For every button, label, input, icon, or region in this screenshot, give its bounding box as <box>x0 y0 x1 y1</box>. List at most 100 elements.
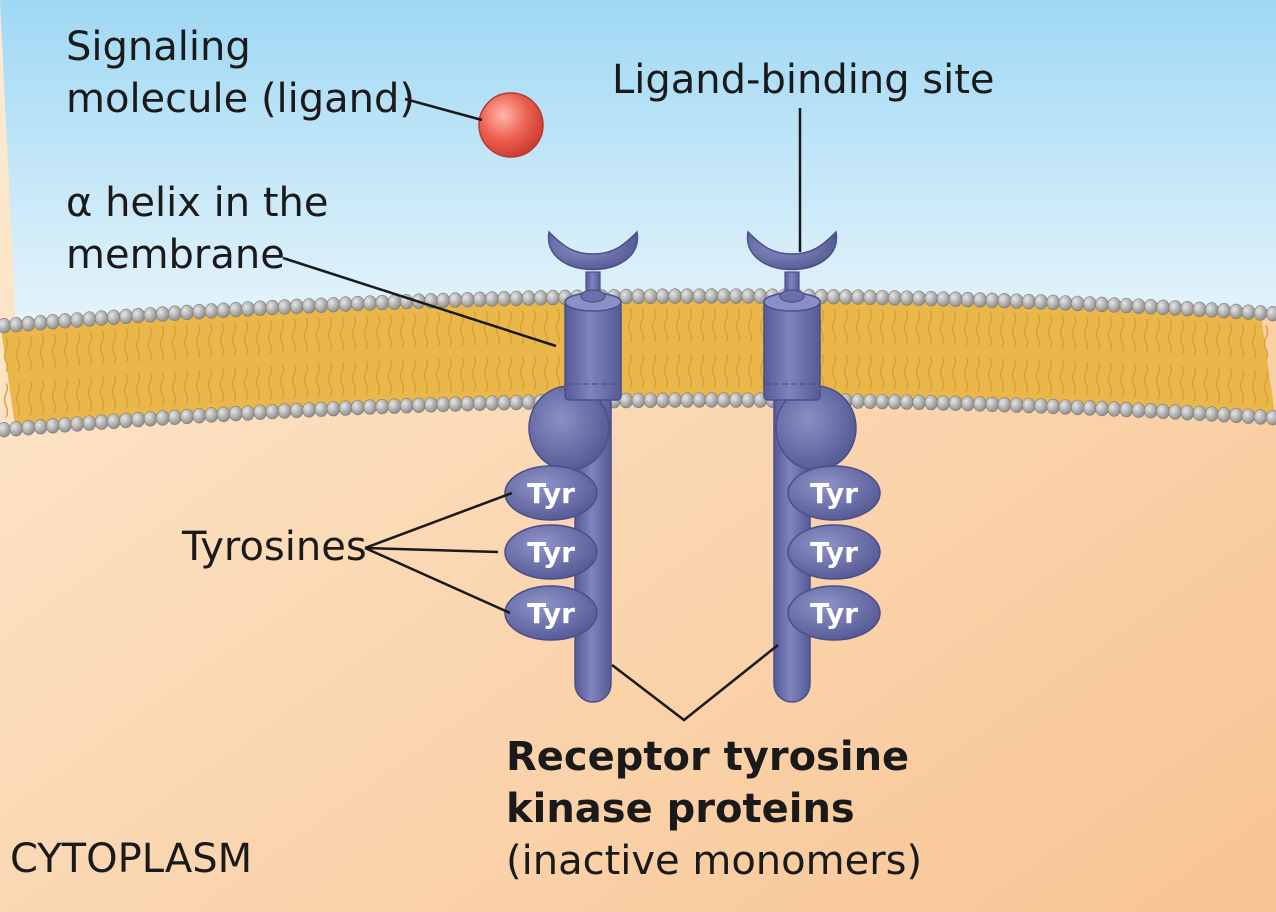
lipid-head <box>436 396 450 413</box>
lipid-tail <box>651 307 657 343</box>
lipid-head <box>107 413 121 429</box>
lipid-head <box>1046 294 1060 311</box>
lipid-head <box>1107 401 1121 417</box>
lipid-head <box>1107 297 1121 313</box>
lipid-tail <box>1059 360 1065 396</box>
lipid-tail <box>747 307 753 343</box>
lipid-tail <box>1059 314 1065 350</box>
lipid-tail <box>1263 324 1269 360</box>
lipid-head <box>119 308 133 325</box>
lipid-tail <box>1251 370 1257 405</box>
lipid-head <box>143 307 158 323</box>
lipid-head <box>168 305 182 321</box>
lipid-head <box>704 392 719 408</box>
lipid-head <box>1217 407 1231 423</box>
lipid-tail <box>1071 360 1077 396</box>
lipid-tail <box>339 361 345 397</box>
lipid-tail <box>1143 318 1149 353</box>
lipid-tail <box>1215 322 1221 357</box>
lipid-head <box>1022 293 1036 310</box>
lipid-head <box>1180 404 1195 421</box>
lipid-tail <box>543 309 549 345</box>
lipid-head <box>265 299 280 316</box>
lipid-tail <box>255 365 261 401</box>
lipid-tail <box>207 368 213 404</box>
lipid-tail <box>1047 313 1053 349</box>
lipid-head <box>887 290 902 306</box>
lipid-tail <box>975 357 981 393</box>
lipid-head <box>985 292 999 308</box>
lipid-tail <box>1227 322 1233 358</box>
lipid-tail <box>939 310 945 346</box>
lipid-tail <box>1227 368 1233 404</box>
lipid-head <box>1131 402 1146 418</box>
lipid-tail <box>555 309 561 344</box>
leader-lines <box>282 97 802 722</box>
lipid-tail <box>939 356 945 392</box>
label-tyrosines: Tyrosines <box>181 524 367 570</box>
lipid-head <box>1156 403 1170 420</box>
label-signaling-line1: Signaling <box>66 24 251 70</box>
lipid-head <box>961 395 975 412</box>
lipid-head <box>680 392 694 408</box>
lipid-head <box>21 419 36 436</box>
lipid-tail <box>303 363 309 399</box>
lipid-head <box>631 288 646 305</box>
lipid-head <box>46 314 60 330</box>
lipid-tail <box>15 382 21 417</box>
lipid-head <box>1253 305 1268 321</box>
lipid-tail <box>471 311 477 346</box>
lipid-head <box>375 398 389 415</box>
ligand-binding-cup <box>747 230 837 271</box>
lipid-head <box>448 396 463 412</box>
lipid-tail <box>711 353 717 389</box>
lipid-head <box>1034 294 1048 310</box>
lipid-head <box>1131 298 1146 314</box>
lipid-head <box>912 394 926 410</box>
lipid-tail <box>387 313 393 349</box>
leader-ligand <box>404 97 483 122</box>
lipid-tail <box>1239 369 1245 405</box>
lipid-tail <box>1035 359 1041 395</box>
lipid-head <box>387 294 402 310</box>
lipid-tail <box>279 318 285 354</box>
lipid-tail <box>1023 313 1029 348</box>
lipid-tail <box>543 355 549 391</box>
lipid-head <box>9 316 23 333</box>
lipid-tail <box>363 360 369 396</box>
lipid-head <box>265 403 280 420</box>
lipid-tail <box>951 356 957 392</box>
lipid-tail <box>627 308 633 343</box>
lipid-head <box>460 291 475 308</box>
alpha-helix <box>763 299 821 401</box>
lipid-tail <box>999 358 1005 393</box>
label-binding-site: Ligand-binding site <box>612 57 995 103</box>
lipid-head <box>33 315 48 331</box>
lipid-tail <box>1131 317 1137 353</box>
lipid-tail <box>531 355 537 391</box>
lipid-tail <box>687 353 693 389</box>
lipid-tail <box>1083 315 1089 351</box>
lipid-head <box>155 306 170 322</box>
lipid-head <box>302 402 316 418</box>
lipid-tail <box>1011 358 1017 394</box>
lipid-tail <box>3 383 9 418</box>
lipid-tail <box>207 322 213 358</box>
lipid-tail <box>1119 317 1125 352</box>
lipid-head <box>1168 404 1182 420</box>
lipid-head <box>692 288 707 304</box>
alpha-helix <box>564 299 622 401</box>
lipid-head <box>363 295 377 311</box>
lipid-tail <box>915 309 921 345</box>
lipid-tail <box>39 380 45 415</box>
lipid-head <box>1058 399 1073 415</box>
lipid-head <box>997 292 1012 309</box>
lipid-head <box>948 395 963 411</box>
lipid-head <box>863 289 877 306</box>
lipid-head <box>338 296 353 312</box>
lipid-head <box>948 291 963 307</box>
lipid-tail <box>351 361 357 397</box>
